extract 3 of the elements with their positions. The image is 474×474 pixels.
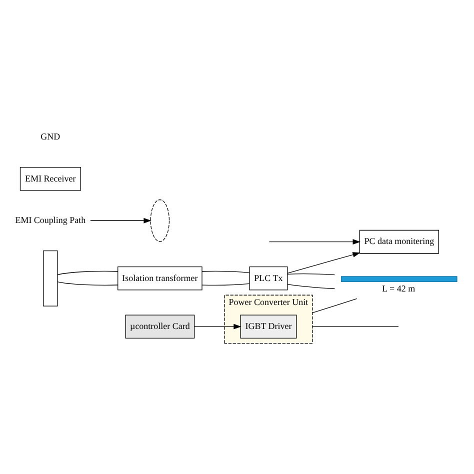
node-text: EMI Coupling Path	[15, 215, 86, 225]
label: GND	[40, 132, 60, 142]
node-label: L = 42 m	[382, 283, 416, 294]
